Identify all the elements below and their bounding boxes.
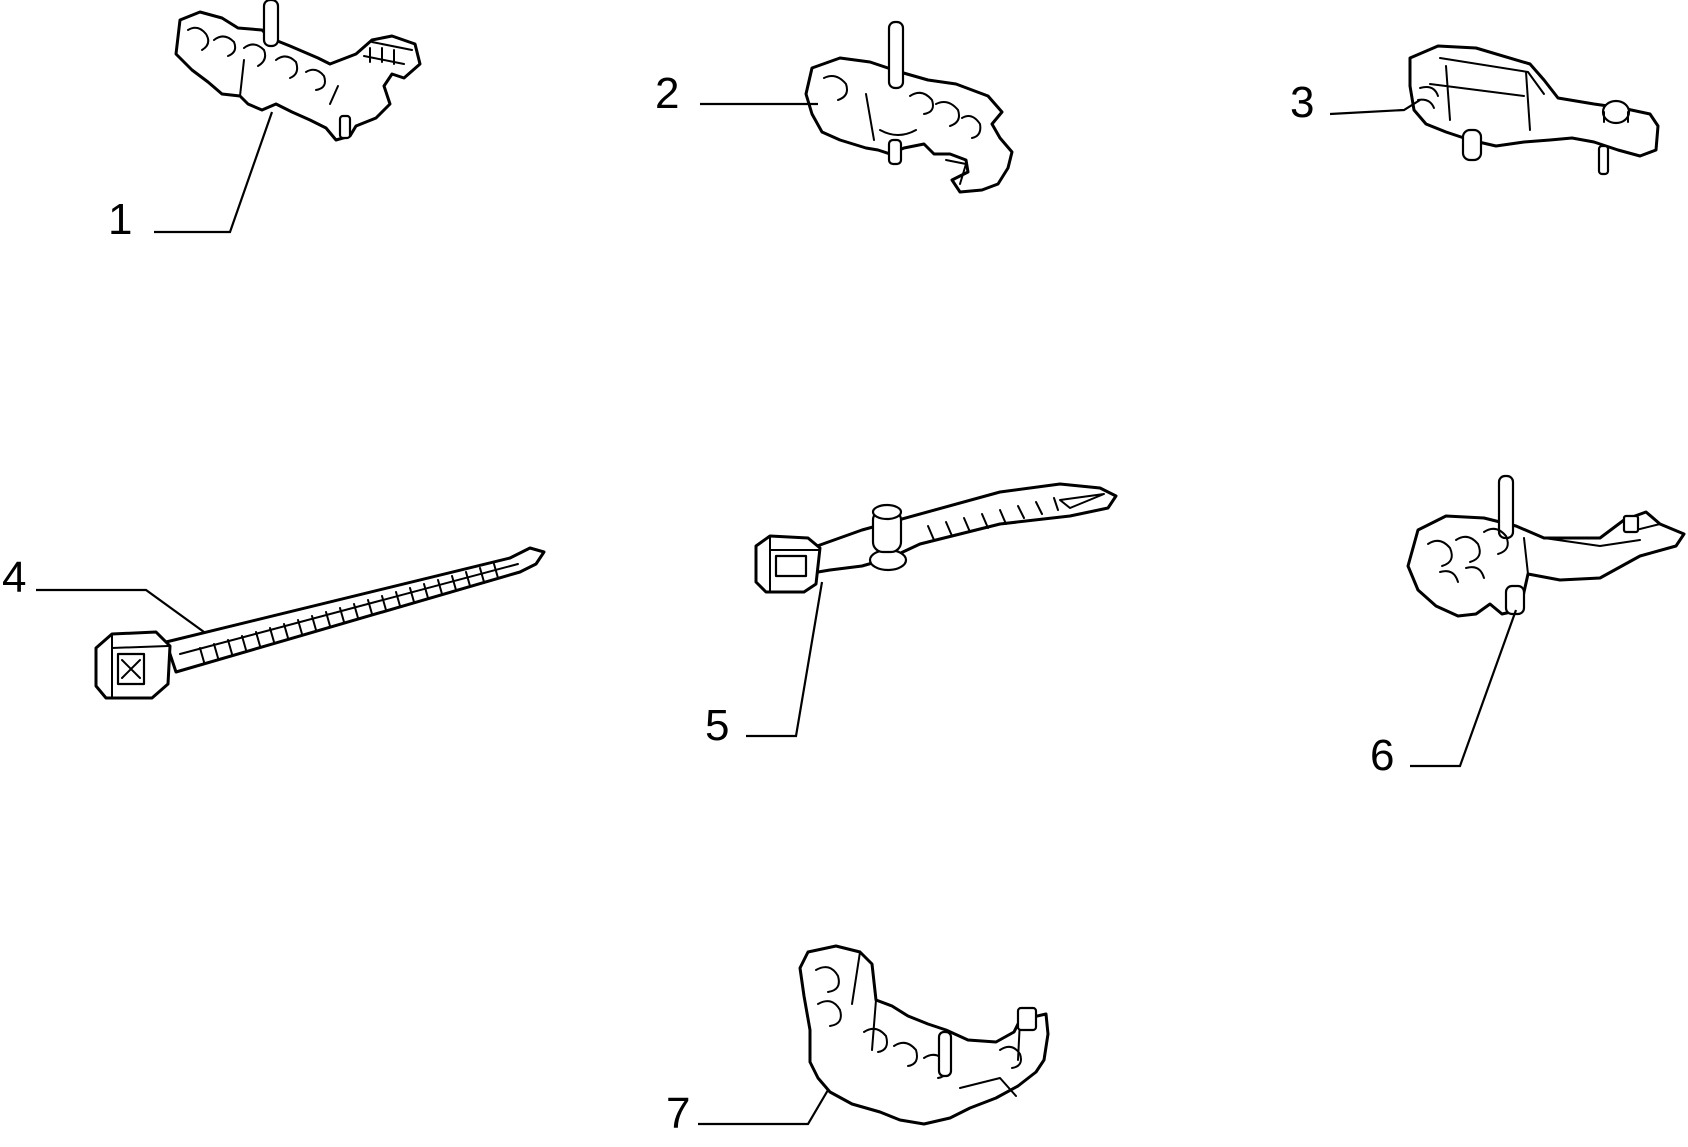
callout-5: 5 xyxy=(705,701,729,750)
part-1-harness-clip xyxy=(174,0,422,142)
part-6-arm-clip xyxy=(1406,474,1686,618)
leader-1 xyxy=(154,111,274,234)
leader-3 xyxy=(1329,99,1421,116)
part-5-strap-tie xyxy=(754,482,1118,594)
leader-lines xyxy=(36,99,1518,1126)
part-7-cradle-clip xyxy=(798,944,1050,1126)
callout-labels: 1 2 3 4 5 6 7 xyxy=(2,69,1394,1138)
callout-3: 3 xyxy=(1290,78,1314,127)
callout-7: 7 xyxy=(666,1089,690,1138)
leader-5 xyxy=(746,581,824,738)
leader-4 xyxy=(36,588,205,633)
callout-6: 6 xyxy=(1370,731,1394,780)
leader-7 xyxy=(698,1089,829,1126)
part-4-cable-tie xyxy=(94,546,546,700)
part-3-cranked-bracket xyxy=(1408,44,1660,176)
callout-2: 2 xyxy=(655,69,679,118)
part-2-stud-bracket xyxy=(804,20,1014,194)
callout-4: 4 xyxy=(2,553,26,602)
callout-1: 1 xyxy=(108,195,132,244)
leader-6 xyxy=(1410,609,1518,768)
